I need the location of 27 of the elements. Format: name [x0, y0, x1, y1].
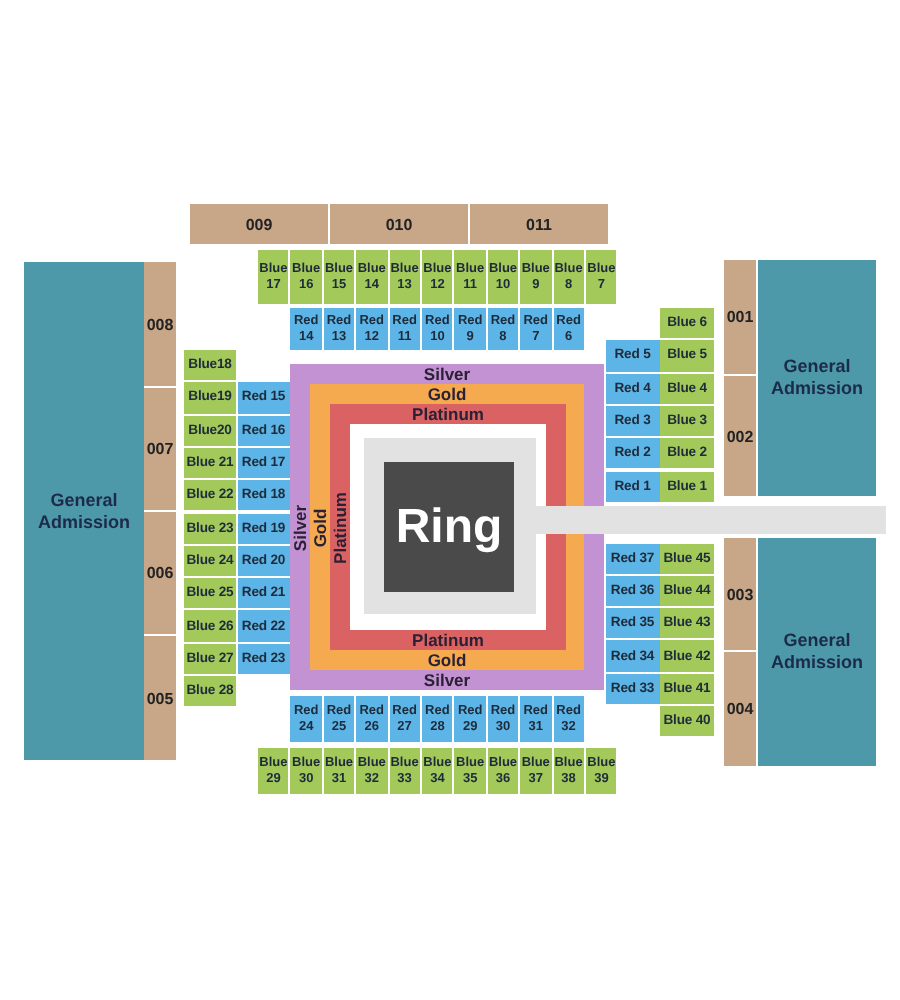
boxing-ring: Ring — [384, 462, 514, 592]
band-label: Silver — [290, 503, 310, 551]
band-label: Platinum — [330, 491, 350, 563]
seating-band — [330, 404, 566, 650]
upper-section: 001 — [724, 260, 756, 374]
upper-section: 008 — [144, 262, 176, 386]
general-admission-area: General Admission — [758, 260, 876, 496]
band-label: Silver — [423, 364, 471, 384]
band-label: Gold — [427, 384, 467, 404]
upper-section: 009 — [190, 204, 328, 244]
upper-section: 003 — [724, 538, 756, 650]
upper-section: 005 — [144, 636, 176, 760]
upper-section: 002 — [724, 376, 756, 496]
band-label: Gold — [427, 650, 467, 670]
band-label: Silver — [423, 670, 471, 690]
band-label: Platinum — [412, 630, 484, 650]
band-label: Platinum — [412, 404, 484, 424]
walkway — [536, 506, 886, 534]
general-admission-area: General Admission — [24, 262, 144, 760]
upper-section: 007 — [144, 388, 176, 510]
upper-section: 006 — [144, 512, 176, 634]
band-label: Gold — [310, 507, 330, 547]
seating-band — [310, 384, 584, 670]
upper-section: 004 — [724, 652, 756, 766]
upper-section: 011 — [470, 204, 608, 244]
upper-section: 010 — [330, 204, 468, 244]
general-admission-area: General Admission — [758, 538, 876, 766]
